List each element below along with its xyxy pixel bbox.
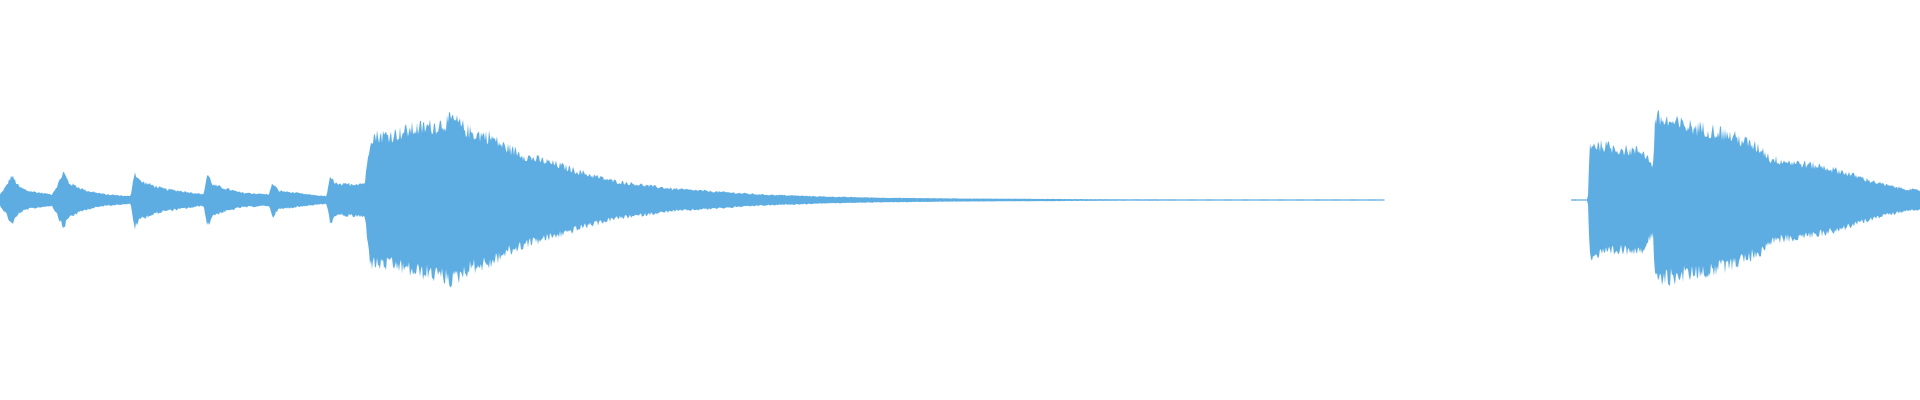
waveform-quiet-segment (1188, 199, 1195, 201)
waveform-quiet-segment (1206, 199, 1213, 201)
waveform-shape (0, 109, 1920, 288)
waveform-quiet-segment (1350, 199, 1357, 201)
waveform-quiet-segment (1260, 199, 1267, 201)
waveform-quiet-segment (1170, 199, 1177, 201)
waveform-quiet-segment (1278, 199, 1285, 201)
waveform-bars (0, 109, 1920, 288)
waveform-quiet-segment (1332, 199, 1339, 201)
waveform-quiet-segment (1314, 199, 1321, 201)
waveform-quiet-segment (1152, 199, 1159, 201)
waveform-quiet-segment (1242, 199, 1249, 201)
waveform-quiet-segment (1224, 199, 1231, 201)
waveform-quiet-segment (1296, 199, 1303, 201)
waveform-quiet-segment (1368, 199, 1375, 201)
waveform-quiet-segment (1571, 199, 1576, 201)
